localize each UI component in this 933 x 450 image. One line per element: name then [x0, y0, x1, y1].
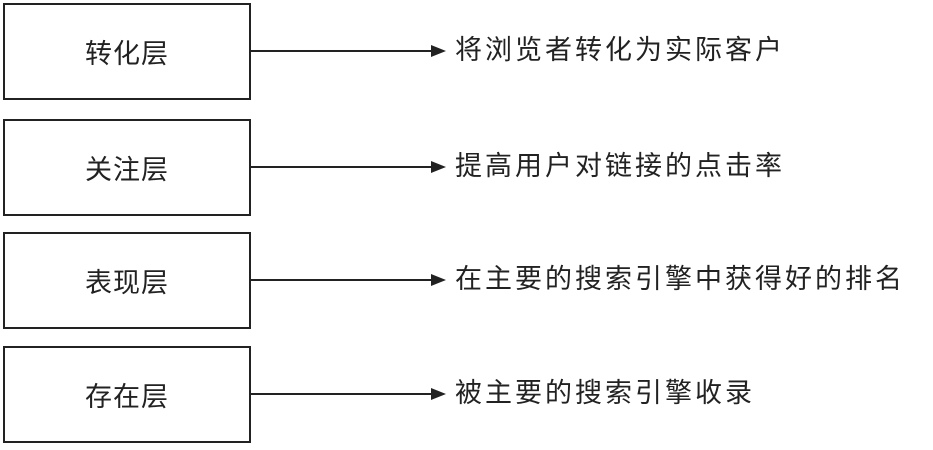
layer-row-attention: 关注层 提高用户对链接的点击率: [0, 119, 933, 219]
layer-description-attention: 提高用户对链接的点击率: [455, 151, 785, 182]
layer-row-conversion: 转化层 将浏览者转化为实际客户: [0, 3, 933, 103]
arrow-right-icon: [251, 274, 446, 286]
layer-label-presentation: 表现层: [85, 268, 169, 299]
layer-box-conversion: 转化层: [3, 3, 251, 100]
arrow-right-icon: [251, 161, 446, 173]
layer-row-existence: 存在层 被主要的搜索引擎收录: [0, 346, 933, 446]
layer-description-conversion: 将浏览者转化为实际客户: [455, 35, 785, 66]
arrow-right-icon: [251, 388, 446, 400]
layer-box-attention: 关注层: [3, 119, 251, 216]
layer-label-conversion: 转化层: [85, 39, 169, 70]
layer-row-presentation: 表现层 在主要的搜索引擎中获得好的排名: [0, 232, 933, 332]
layer-box-presentation: 表现层: [3, 232, 251, 329]
layer-description-presentation: 在主要的搜索引擎中获得好的排名: [455, 264, 905, 295]
layer-description-existence: 被主要的搜索引擎收录: [455, 378, 755, 409]
layer-box-existence: 存在层: [3, 346, 251, 443]
layer-label-attention: 关注层: [85, 155, 169, 186]
layer-label-existence: 存在层: [85, 382, 169, 413]
arrow-right-icon: [251, 45, 446, 57]
